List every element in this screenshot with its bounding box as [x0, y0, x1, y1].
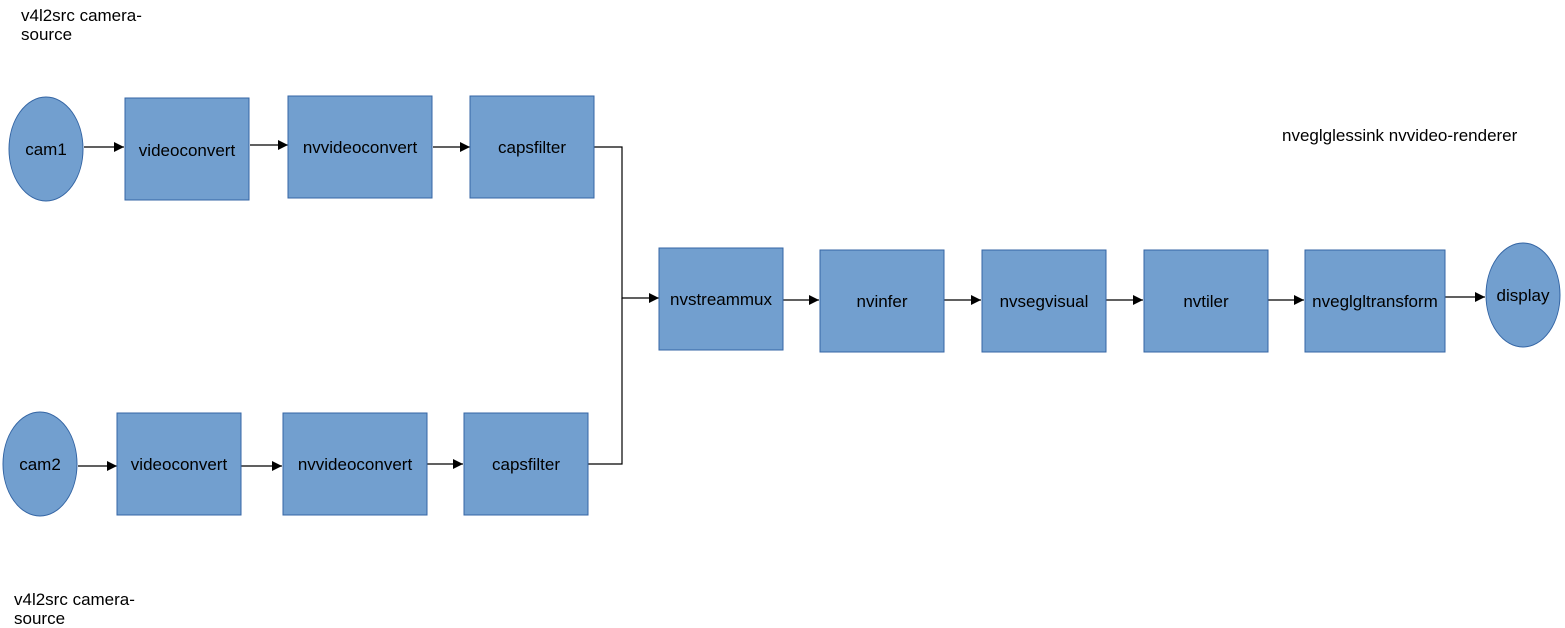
bottom-source-note: v4l2src camera- source: [14, 590, 135, 628]
cam2-oval: [2, 411, 78, 517]
node-nveglgltransform: nveglgltransform: [1304, 249, 1446, 353]
cam1-oval: [8, 96, 84, 202]
top-source-note: v4l2src camera- source: [21, 6, 142, 44]
node-cam1-nvvideoconvert: nvvideoconvert: [287, 95, 433, 199]
node-cam2: cam2: [2, 411, 78, 517]
node-cam1-capsfilter: capsfilter: [469, 95, 595, 199]
cam2-videoconvert-label: videoconvert: [131, 455, 228, 474]
node-cam1-videoconvert: videoconvert: [124, 97, 250, 201]
nvsegvisual-label: nvsegvisual: [1000, 292, 1089, 311]
node-cam2-nvvideoconvert: nvvideoconvert: [282, 412, 428, 516]
node-cam2-capsfilter: capsfilter: [463, 412, 589, 516]
node-nvinfer: nvinfer: [819, 249, 945, 353]
nvinfer-box: [819, 249, 945, 353]
cam2-nvvideoconvert-box: [282, 412, 428, 516]
cam1-videoconvert-label: videoconvert: [139, 141, 236, 160]
cam2-capsfilter-label: capsfilter: [492, 455, 560, 474]
node-nvsegvisual: nvsegvisual: [981, 249, 1107, 353]
edges: [78, 140, 1485, 471]
display-label: display: [1497, 286, 1550, 305]
sink-note: nveglglessink nvvideo-renderer: [1282, 126, 1518, 145]
cam1-capsfilter-label: capsfilter: [498, 138, 566, 157]
cam2-nvvideoconvert-label: nvvideoconvert: [298, 455, 413, 474]
cam2-capsfilter-box: [463, 412, 589, 516]
cam1-nvvideoconvert-label: nvvideoconvert: [303, 138, 418, 157]
cam1-nvvideoconvert-box: [287, 95, 433, 199]
nvtiler-box: [1143, 249, 1269, 353]
node-display: display: [1485, 242, 1561, 348]
nvinfer-label: nvinfer: [856, 292, 907, 311]
cam2-label: cam2: [19, 455, 61, 474]
nvstreammux-label: nvstreammux: [670, 290, 773, 309]
nveglgltransform-label: nveglgltransform: [1312, 292, 1438, 311]
edge-cam1-capsfilter-nvstreammux: [594, 146, 659, 303]
cam1-label: cam1: [25, 140, 67, 159]
node-nvstreammux: nvstreammux: [658, 247, 784, 351]
cam2-videoconvert-box: [116, 412, 242, 516]
nvtiler-label: nvtiler: [1183, 292, 1229, 311]
nvsegvisual-box: [981, 249, 1107, 353]
node-nvtiler: nvtiler: [1143, 249, 1269, 353]
node-cam2-videoconvert: videoconvert: [116, 412, 242, 516]
display-oval: [1485, 242, 1561, 348]
cam1-videoconvert-box: [124, 97, 250, 201]
node-cam1: cam1: [8, 96, 84, 202]
nvstreammux-box: [658, 247, 784, 351]
cam1-capsfilter-box: [469, 95, 595, 199]
edge-cam2-capsfilter-nvstreammux: [588, 298, 623, 465]
nveglgltransform-box: [1304, 249, 1446, 353]
